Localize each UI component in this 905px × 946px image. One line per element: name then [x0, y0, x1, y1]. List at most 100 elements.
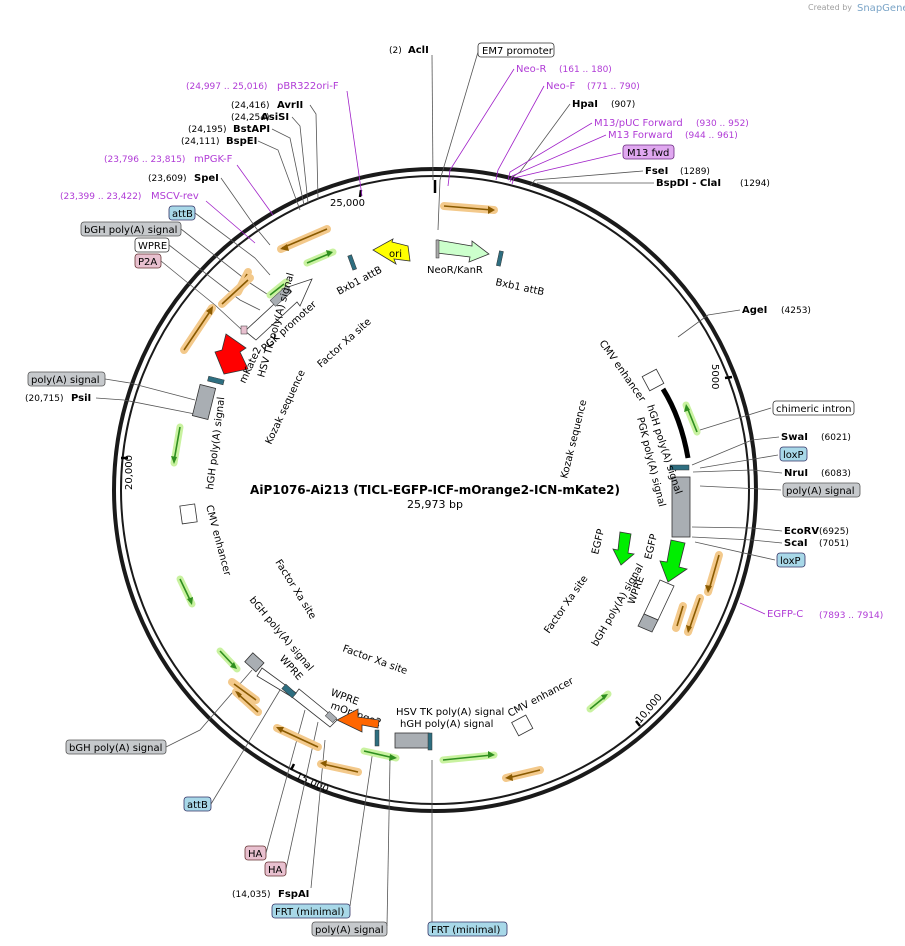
wpre-block	[643, 579, 675, 621]
enzyme-fsei[interactable]: FseI	[645, 166, 668, 177]
polya-block	[394, 732, 430, 749]
label-cmv-enhancer: CMV enhancer	[506, 675, 576, 719]
enzyme-position: (24,111)	[181, 137, 220, 147]
neo-kan-arrow[interactable]	[436, 239, 490, 263]
backbone-inner	[120, 175, 750, 805]
bxb1-attb-site	[496, 250, 504, 267]
feature-loxp: loxP	[780, 556, 801, 567]
enzyme-asisi[interactable]: AsiSI	[261, 112, 289, 123]
egfp-arrow[interactable]	[612, 531, 635, 566]
feature-loxp: loxP	[783, 450, 804, 461]
orange-arrow	[704, 551, 723, 596]
site-mark	[324, 711, 338, 723]
enzyme-position: (1289)	[680, 167, 710, 177]
enzyme-nrui[interactable]: NruI	[784, 468, 808, 479]
label-bgh-polya: bGH poly(A) signal	[590, 562, 646, 648]
feature-frt-minimal: FRT (minimal)	[431, 925, 500, 936]
site-mark	[374, 729, 380, 747]
site-mark	[427, 732, 433, 751]
orange-arrow	[218, 274, 254, 308]
primer-m13-forward[interactable]: M13 Forward	[608, 130, 673, 141]
cmv-enhancer-box	[179, 503, 198, 525]
enzyme-psii[interactable]: PsiI	[71, 393, 91, 404]
green-arrow	[170, 423, 184, 467]
feature-box-frt[interactable]	[271, 903, 351, 919]
enzyme-swai[interactable]: SwaI	[781, 432, 808, 443]
label-bxb1-attb: Bxb1 attB	[494, 277, 545, 298]
label-egfp: EGFP	[643, 533, 660, 561]
polya-mark	[207, 375, 225, 386]
small-site	[269, 285, 293, 307]
enzyme-position: (6083)	[821, 469, 851, 479]
enzyme-acli[interactable]: AclI	[408, 45, 429, 56]
enzyme-fspai[interactable]: FspAI	[278, 889, 309, 900]
green-arrow	[176, 575, 196, 608]
primer-mpgk-f[interactable]: mPGK-F	[194, 154, 233, 165]
primer-mscv-rev[interactable]: MSCV-rev	[151, 191, 199, 202]
primer-m13-fwd: M13 fwd	[627, 148, 669, 159]
enzyme-ecorv[interactable]: EcoRV	[784, 526, 819, 537]
feature-box-em7[interactable]	[477, 42, 555, 58]
mkate2-arrow[interactable]	[214, 333, 249, 375]
enzyme-position: (1294)	[740, 179, 770, 189]
enzyme-bspdi-clai[interactable]: BspDI - ClaI	[656, 178, 721, 189]
enzyme-agei[interactable]: AgeI	[742, 305, 767, 316]
enzyme-bspei[interactable]: BspEI	[226, 136, 257, 147]
enzyme-position: (24,416)	[231, 101, 270, 111]
feature-bgh-polya-signal: bGH poly(A) signal	[69, 743, 162, 754]
plasmid-name: AiP1076-Ai213 (TICL-EGFP-ICF-mOrange2-IC…	[250, 483, 620, 497]
enzyme-spei[interactable]: SpeI	[194, 173, 219, 184]
wpre-arrow	[256, 667, 338, 728]
enzyme-position: (7051)	[819, 539, 849, 549]
egfp-arrow[interactable]	[659, 539, 688, 583]
label-kozak: Kozak sequence	[264, 368, 308, 446]
feature-ha: HA	[248, 849, 263, 860]
primer-range: (161 .. 180)	[559, 65, 612, 75]
feature-box-polya[interactable]	[782, 482, 861, 498]
orange-arrow	[228, 678, 260, 704]
feature-box-loxp[interactable]	[776, 552, 806, 568]
green-arrow	[266, 278, 290, 299]
primer-egfp-c[interactable]: EGFP-C	[767, 609, 803, 620]
ori-arrow[interactable]	[372, 238, 411, 265]
feature-polya-signal: poly(A) signal	[315, 925, 384, 936]
polya-block	[637, 613, 659, 633]
feature-box-polya[interactable]	[311, 921, 388, 937]
credit-text: Created by	[808, 3, 852, 12]
feature-box-frt[interactable]	[427, 921, 508, 937]
feature-box-intron[interactable]	[772, 400, 855, 416]
primer-m13-fwd-box[interactable]	[622, 144, 675, 160]
morange2-arrow[interactable]	[336, 708, 380, 733]
backbone-outer	[112, 167, 758, 813]
label-factor-xa: Factor Xa site	[316, 317, 374, 371]
primer-range: (771 .. 790)	[587, 82, 640, 92]
enzyme-position: (14,035)	[232, 890, 271, 900]
primer-neo-r[interactable]: Neo-R	[516, 64, 547, 75]
site-mark	[669, 464, 690, 471]
green-arrow	[216, 647, 241, 673]
primer-pbr322ori-f[interactable]: pBR322ori-F	[277, 81, 339, 92]
enzyme-position: (2)	[389, 46, 402, 56]
polya-block	[191, 384, 217, 420]
label-cmv-enhancer: CMV enhancer	[203, 504, 233, 578]
tick-label: 25,000	[330, 198, 365, 209]
enzyme-hpai[interactable]: HpaI	[572, 99, 598, 110]
polya-block	[671, 476, 691, 538]
feature-box-loxp[interactable]	[779, 446, 808, 462]
label-bxb1-attb: Bxb1 attB	[335, 265, 384, 298]
feature-polya-signal: poly(A) signal	[786, 486, 855, 497]
enzyme-bstapi[interactable]: BstAPI	[233, 124, 270, 135]
green-arrow	[586, 690, 612, 713]
enzyme-position: (20,715)	[25, 394, 64, 404]
label-factor-xa: Factor Xa site	[272, 558, 317, 622]
orange-arrow	[180, 304, 216, 354]
orange-arrow	[672, 602, 687, 632]
enzyme-position: (24,254)	[231, 113, 270, 123]
enzyme-position: (24,195)	[188, 125, 227, 135]
enzyme-scai[interactable]: ScaI	[784, 538, 808, 549]
orange-arrow	[317, 760, 362, 776]
primer-neo-f[interactable]: Neo-F	[546, 81, 576, 92]
primer-m13-puc-forward[interactable]: M13/pUC Forward	[594, 118, 683, 129]
enzyme-avrii[interactable]: AvrII	[277, 100, 303, 111]
green-arrow	[439, 751, 498, 764]
